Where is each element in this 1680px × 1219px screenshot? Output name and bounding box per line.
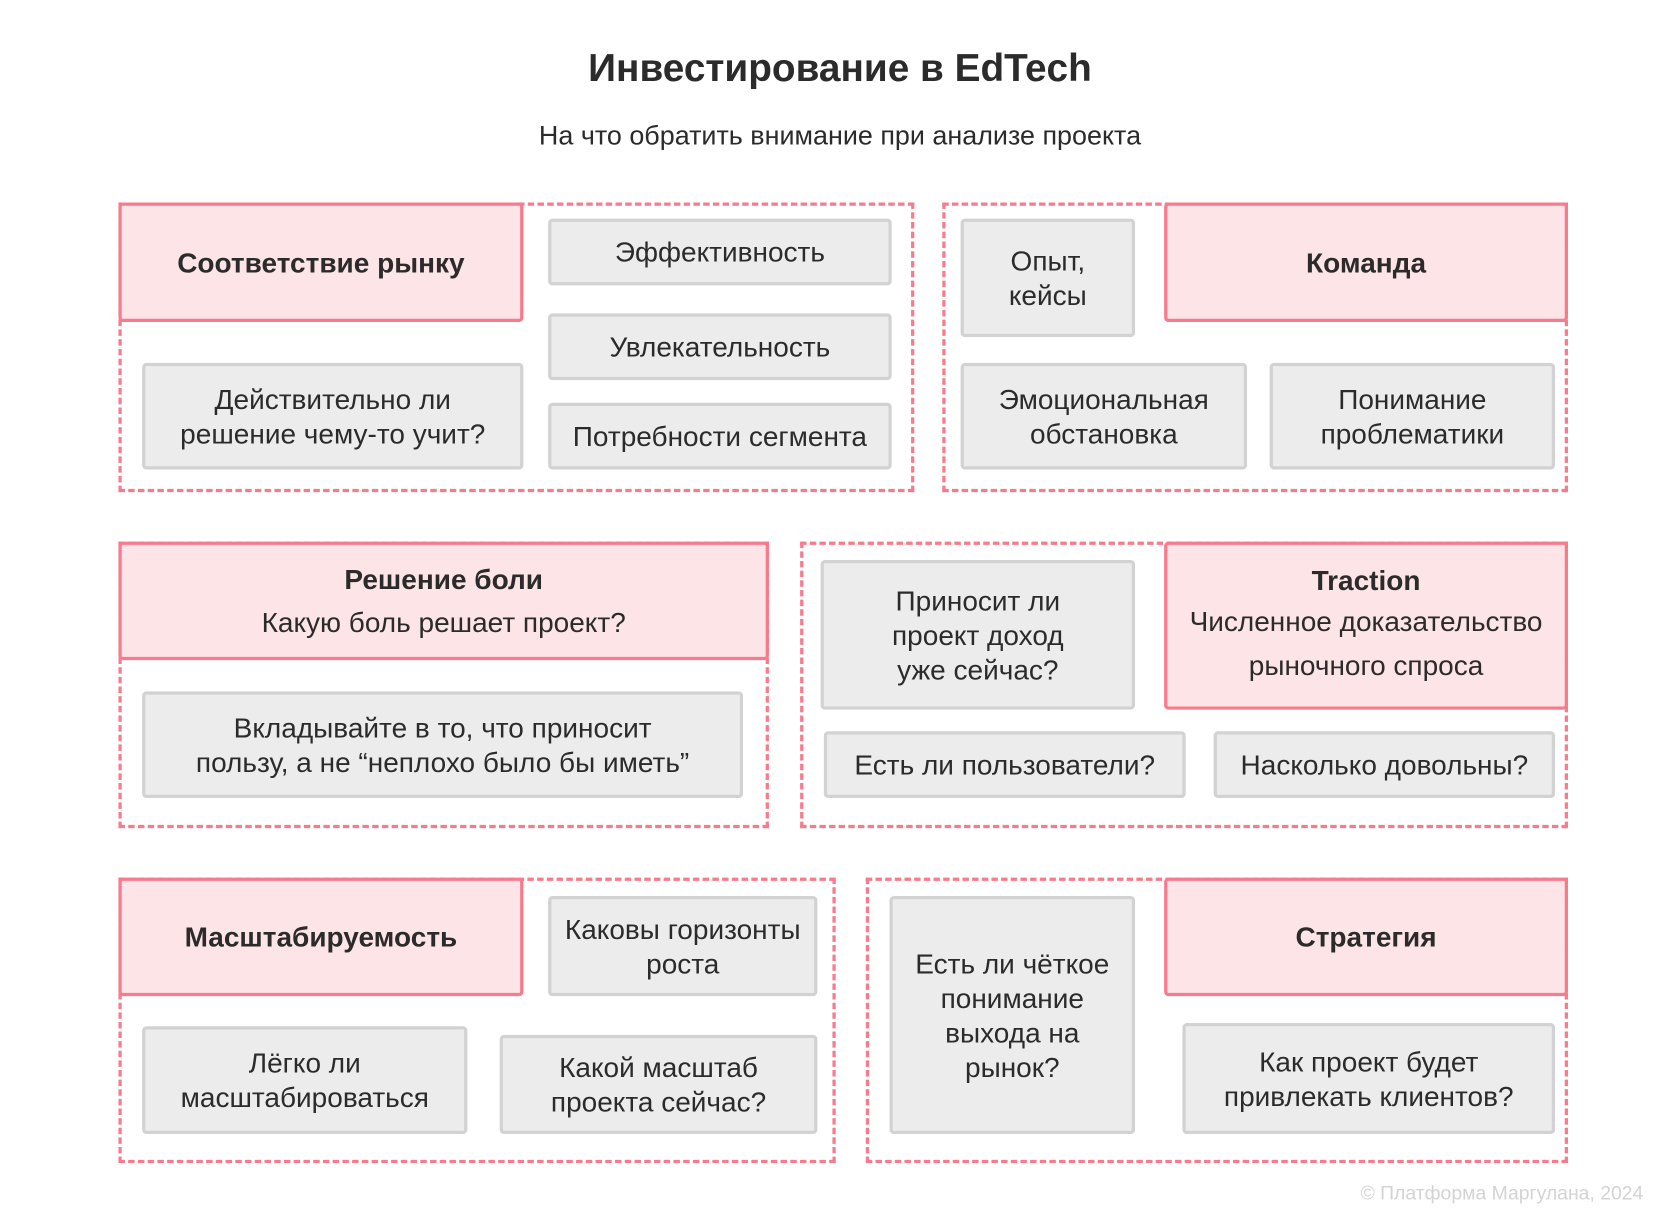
card: Какой масштаб проекта сейчас? [499,1034,818,1134]
card: Есть ли пользователи? [823,731,1186,798]
pain-heading: Решение боли Какую боль решает проект? [118,541,769,661]
pain-subtitle: Какую боль решает проект? [261,606,626,639]
traction-heading: Traction Численное доказательство рыночн… [1164,541,1568,710]
card: Насколько довольны? [1213,731,1556,798]
strategy-heading: Стратегия [1164,877,1568,997]
card: Есть ли чёткое понимание выхода на рынок… [889,895,1136,1134]
card: Потребности сегмента [548,402,892,470]
pain-title: Решение боли [344,563,543,596]
traction-subtitle: Численное доказательство рыночного спрос… [1189,605,1543,682]
copyright: © Платформа Маргулана, 2024 [1360,1182,1644,1204]
card: Лёгко ли масштабироваться [142,1026,468,1134]
card: Действительно ли решение чему-то учит? [142,362,524,470]
page-subtitle: На что обратить внимание при анализе про… [538,120,1142,151]
card: Эмоциональная обстановка [960,362,1248,470]
card: Эффективность [548,218,892,286]
card: Опыт, кейсы [960,218,1136,338]
card: Вкладывайте в то, что приносит пользу, а… [142,691,744,798]
card: Каковы горизонты роста [548,895,818,997]
card: Приносит ли проект доход уже сейчас? [820,559,1136,710]
team-heading: Команда [1164,202,1568,322]
market-fit-heading: Соответствие рынку [118,202,524,322]
card: Понимание проблематики [1269,362,1556,470]
scalability-heading: Масштабируемость [118,877,524,997]
card: Увлекательность [548,313,892,381]
page-title: Инвестирование в EdTech [588,45,1092,90]
card: Как проект будет привлекать клиентов? [1182,1023,1556,1134]
traction-title: Traction [1311,564,1421,597]
